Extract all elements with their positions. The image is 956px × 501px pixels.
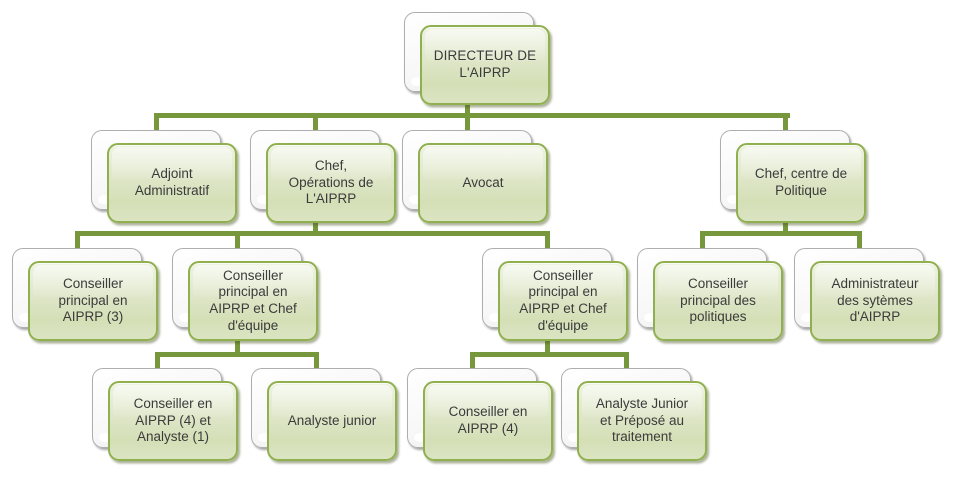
connector-line: [856, 231, 862, 249]
node-box: Conseiller principal en AIPRP et Chef d'…: [498, 261, 628, 341]
node-box: Conseiller en AIPRP (4) et Analyste (1): [108, 381, 238, 461]
connector-line: [623, 352, 629, 369]
node-label: Conseiller principal en AIPRP et Chef d'…: [519, 267, 607, 333]
connector-line: [234, 231, 240, 249]
org-node-directeur: DIRECTEUR DE L'AIPRP: [404, 12, 550, 105]
node-box: Conseiller en AIPRP (4): [423, 381, 553, 461]
org-node-conseiller-aiprp-4-analyste-1: Conseiller en AIPRP (4) et Analyste (1): [92, 368, 238, 461]
connector-line: [154, 352, 319, 357]
connector-line: [469, 352, 475, 369]
connector-line: [153, 113, 159, 131]
org-node-conseiller-chef-equipe-2: Conseiller principal en AIPRP et Chef d'…: [482, 248, 628, 341]
node-box: Analyste Junior et Préposé au traitement: [577, 381, 707, 461]
org-node-chef-centre-politique: Chef, centre de Politique: [720, 130, 866, 223]
org-node-conseiller-principal-aiprp-3: Conseiller principal en AIPRP (3): [12, 248, 158, 341]
connector-line: [74, 231, 80, 249]
node-box: Chef, centre de Politique: [736, 143, 866, 223]
node-label: Conseiller en AIPRP (4): [448, 404, 528, 436]
connector-line: [464, 100, 470, 118]
connector-line: [782, 113, 788, 131]
node-label: Chef, centre de Politique: [754, 166, 848, 198]
org-node-chef-operations-aiprp: Chef, Opérations de L'AIPRP: [250, 130, 396, 223]
node-label: Conseiller principal des politiques: [680, 275, 756, 325]
node-label: Conseiller principal en AIPRP (3): [58, 275, 128, 325]
node-label: Analyste junior: [287, 412, 377, 428]
connector-line: [74, 231, 550, 236]
connector-line: [234, 336, 240, 357]
org-node-avocat: Avocat: [402, 130, 548, 223]
node-box: DIRECTEUR DE L'AIPRP: [420, 25, 550, 105]
org-node-administrateur-systemes-aiprp: Administrateur des sytèmes d'AIPRP: [794, 248, 940, 341]
node-label: Conseiller principal en AIPRP et Chef d'…: [209, 267, 297, 333]
node-box: Chef, Opérations de L'AIPRP: [266, 143, 396, 223]
node-label: Avocat: [462, 174, 504, 190]
org-node-conseiller-aiprp-4: Conseiller en AIPRP (4): [407, 368, 553, 461]
node-label: DIRECTEUR DE L'AIPRP: [433, 48, 537, 80]
connector-line: [469, 352, 629, 357]
node-label: Administrateur des sytèmes d'AIPRP: [831, 275, 919, 325]
node-box: Conseiller principal des politiques: [653, 261, 783, 341]
node-box: Conseiller principal en AIPRP (3): [28, 261, 158, 341]
connector-line: [544, 231, 550, 249]
org-node-analyste-junior-prepose: Analyste Junior et Préposé au traitement: [561, 368, 707, 461]
node-label: Adjoint Administratif: [134, 166, 210, 198]
node-box: Conseiller principal en AIPRP et Chef d'…: [188, 261, 318, 341]
node-box: Administrateur des sytèmes d'AIPRP: [810, 261, 940, 341]
connector-line: [782, 218, 788, 236]
node-box: Adjoint Administratif: [107, 143, 237, 223]
connector-line: [544, 336, 550, 357]
connector-line: [312, 218, 318, 236]
org-node-adjoint-administratif: Adjoint Administratif: [91, 130, 237, 223]
node-label: Conseiller en AIPRP (4) et Analyste (1): [133, 395, 213, 445]
connector-line: [313, 352, 319, 369]
connector-line: [699, 231, 862, 236]
connector-line: [312, 113, 318, 131]
connector-line: [464, 113, 470, 131]
org-node-conseiller-principal-politiques: Conseiller principal des politiques: [637, 248, 783, 341]
connector-line: [153, 113, 790, 118]
org-node-conseiller-chef-equipe-1: Conseiller principal en AIPRP et Chef d'…: [172, 248, 318, 341]
node-label: Chef, Opérations de L'AIPRP: [288, 157, 374, 207]
node-box: Avocat: [418, 143, 548, 223]
node-label: Analyste Junior et Préposé au traitement: [595, 395, 689, 445]
connector-line: [154, 352, 160, 369]
connector-line: [699, 231, 705, 249]
org-node-analyste-junior: Analyste junior: [251, 368, 397, 461]
node-box: Analyste junior: [267, 381, 397, 461]
